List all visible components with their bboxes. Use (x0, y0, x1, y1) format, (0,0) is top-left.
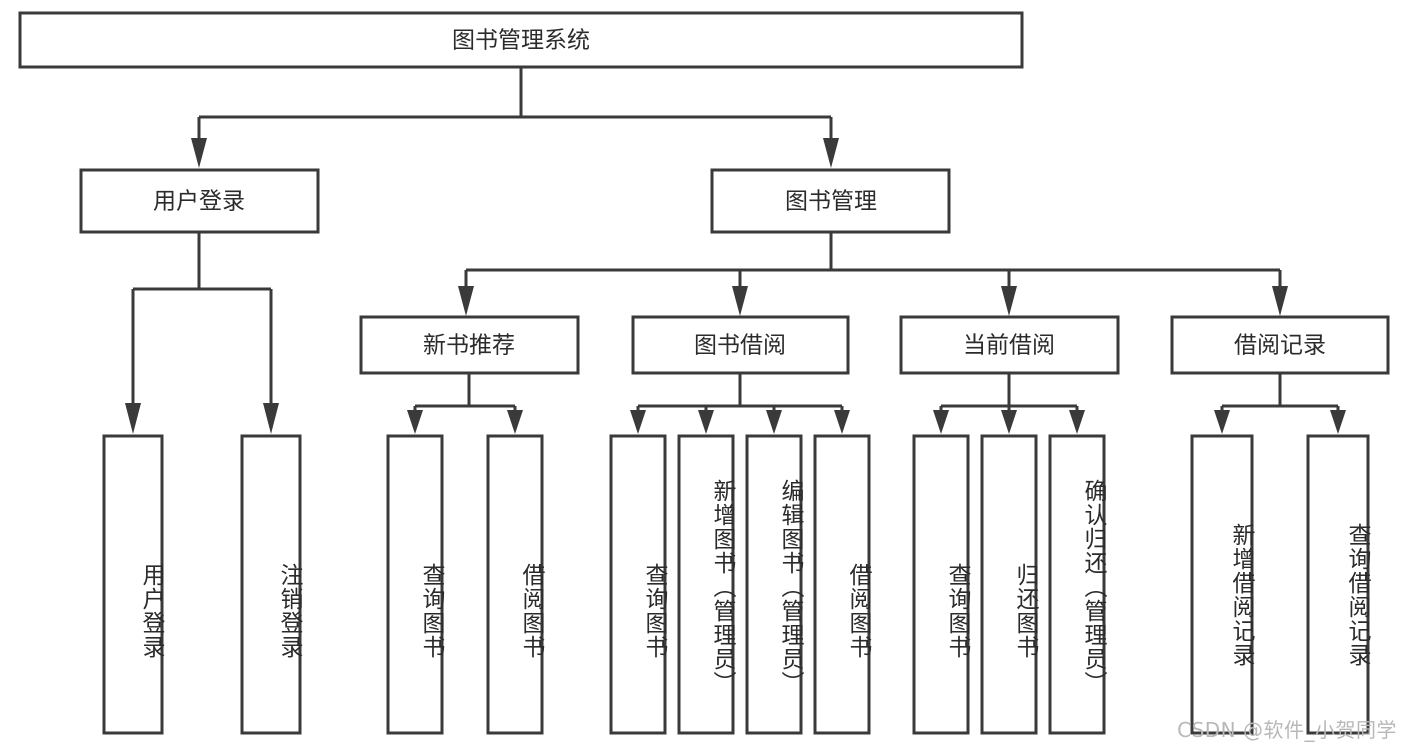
connector-group-bookborrow-to-leaves (630, 373, 850, 434)
node-box-leaf-query-book-b[interactable] (609, 434, 667, 735)
arrowhead-to-user-login (191, 138, 207, 168)
node-box-leaf-borrow-book-b[interactable] (813, 434, 871, 735)
node-label-current-borrow: 当前借阅 (963, 333, 1055, 359)
arrowhead-leaf-edit-book (766, 410, 782, 434)
node-box-current-borrow[interactable] (899, 315, 1120, 375)
node-box-leaf-query-book-a[interactable] (386, 434, 444, 735)
arrowhead-leaf-query-book-c (933, 410, 949, 434)
connector-group-currentborrow-to-leaves (933, 373, 1085, 434)
arrowhead-to-current-borrow (1001, 286, 1017, 316)
node-box-book-management[interactable] (710, 168, 951, 234)
arrowhead-to-book-borrow (732, 286, 748, 316)
node-box-leaf-edit-book[interactable] (745, 434, 803, 735)
node-label-user-login: 用户登录 (153, 189, 245, 215)
node-box-leaf-borrow-book-a[interactable] (486, 434, 544, 735)
connector-group-root-to-level2 (191, 67, 839, 168)
node-box-leaf-confirm-return[interactable] (1048, 434, 1106, 735)
arrowhead-leaf-add-book (698, 410, 714, 434)
node-box-leaf-add-borrow-record[interactable] (1190, 434, 1254, 735)
arrowhead-to-book-mgmt (823, 138, 839, 168)
node-label-borrow-record: 借阅记录 (1234, 333, 1326, 359)
node-box-borrow-record[interactable] (1170, 315, 1390, 375)
node-label-book-borrow: 图书借阅 (694, 333, 786, 359)
arrowhead-leaf-query-book-a (407, 410, 423, 434)
node-label-new-book-recommend: 新书推荐 (423, 333, 515, 359)
node-box-leaf-user-login[interactable] (102, 434, 164, 735)
node-label-book-management: 图书管理 (785, 189, 877, 215)
node-box-book-borrow[interactable] (631, 315, 850, 375)
node-box-new-book-recommend[interactable] (359, 315, 580, 375)
connector-group-borrowrecord-to-leaves (1214, 373, 1346, 434)
node-box-leaf-query-borrow-record[interactable] (1306, 434, 1370, 735)
node-box-leaf-logout[interactable] (240, 434, 302, 735)
arrowhead-leaf-query-book-b (630, 410, 646, 434)
node-box-leaf-query-book-c[interactable] (912, 434, 970, 735)
connector-group-newbookrec-to-leaves (407, 373, 523, 434)
arrowhead-leaf-confirm-return (1069, 410, 1085, 434)
node-box-leaf-add-book[interactable] (677, 434, 735, 735)
node-box-root[interactable] (18, 11, 1024, 69)
watermark-text: CSDN @软件_小贺同学 (1177, 718, 1397, 742)
arrowhead-leaf-logout (263, 403, 279, 434)
connector-group-userlogin-to-leaves (125, 232, 279, 434)
connector-group-bookmgmt-to-level3 (458, 232, 1288, 316)
arrowhead-leaf-return-book (1001, 410, 1017, 434)
arrowhead-leaf-user-login (125, 403, 141, 434)
arrowhead-leaf-borrow-book-b (834, 410, 850, 434)
node-box-user-login[interactable] (79, 168, 320, 234)
arrowhead-leaf-query-record (1330, 410, 1346, 434)
arrowhead-to-borrow-record (1272, 286, 1288, 316)
arrowhead-leaf-add-record (1214, 410, 1230, 434)
arrowhead-to-new-book-rec (458, 286, 474, 316)
node-box-leaf-return-book[interactable] (980, 434, 1038, 735)
arrowhead-leaf-borrow-book-a (507, 410, 523, 434)
node-label-root: 图书管理系统 (452, 28, 590, 54)
